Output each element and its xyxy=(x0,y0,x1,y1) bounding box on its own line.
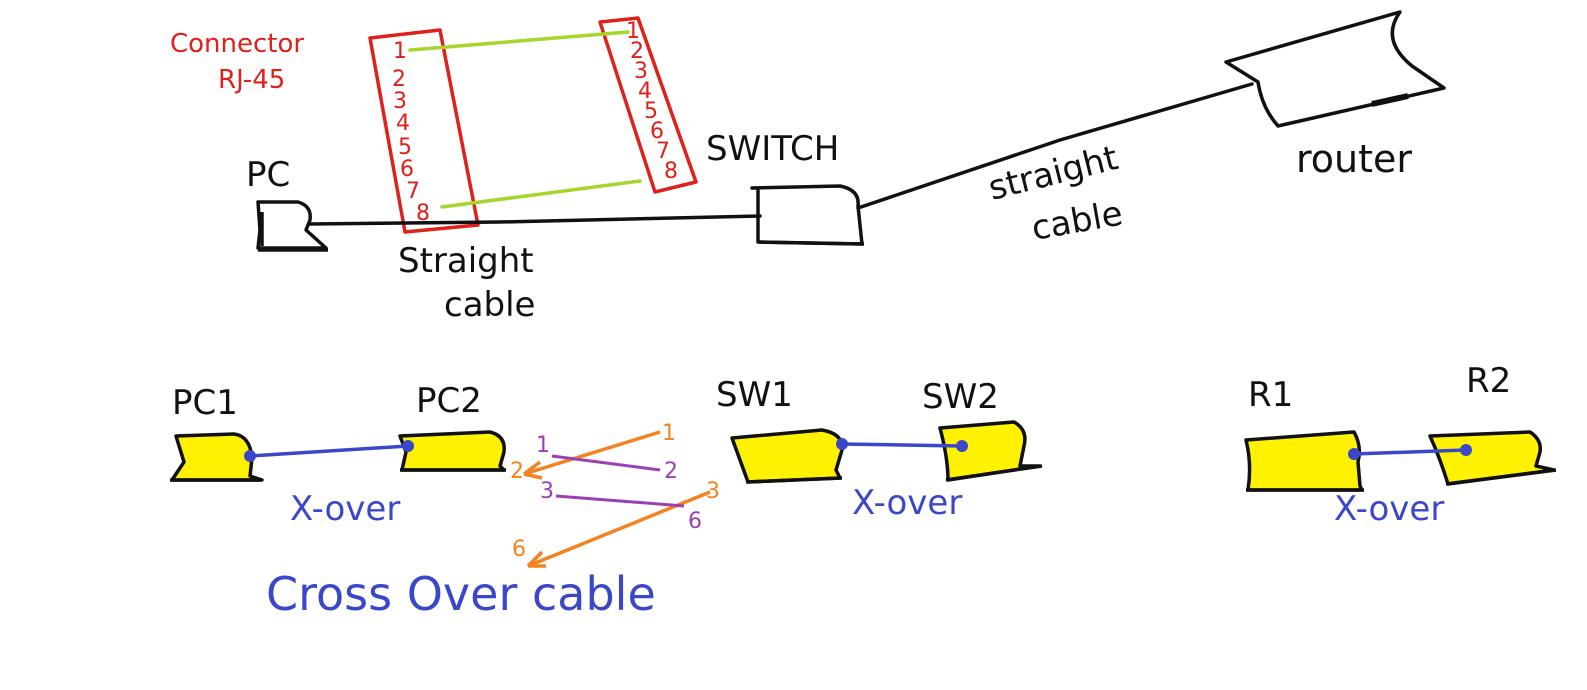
link-pc1-dot xyxy=(244,450,256,462)
switch-icon xyxy=(750,184,864,246)
cable-switch-router xyxy=(856,82,1254,210)
pc2-icon xyxy=(398,430,506,472)
link-r1-r2 xyxy=(1353,448,1467,456)
link-sw1-dot xyxy=(836,438,848,450)
right-pin-2: 2 xyxy=(630,39,644,64)
xover-label-router: X-over xyxy=(1334,489,1444,529)
cross-right-pin-6: 6 xyxy=(688,509,702,534)
link-sw2-dot xyxy=(956,440,968,452)
r2-label: R2 xyxy=(1466,361,1511,401)
r1-label: R1 xyxy=(1248,375,1293,415)
pc1-label: PC1 xyxy=(172,383,238,423)
wire-pin1-straight xyxy=(408,30,630,52)
cross-arrow-3-to-6 xyxy=(526,550,546,568)
link-pc1-pc2 xyxy=(249,444,409,458)
wire-pin8-straight xyxy=(440,179,642,209)
cross-right-pin-1: 1 xyxy=(662,421,676,446)
right-pin-5: 5 xyxy=(644,99,658,124)
router-icon-port xyxy=(1371,93,1409,107)
r2-icon-base xyxy=(1445,468,1557,486)
left-pin-4: 4 xyxy=(396,111,410,136)
cross-wire-3-to-6 xyxy=(527,490,711,568)
left-pin-8: 8 xyxy=(416,201,430,226)
sw2-icon-base xyxy=(945,464,1043,482)
xover-label-sw: X-over xyxy=(852,483,962,523)
right-pin-numbers: 1 2 3 4 5 6 7 8 xyxy=(626,19,678,184)
cross-wire-1-to-2 xyxy=(523,430,661,476)
left-pin-1: 1 xyxy=(393,39,407,64)
right-pin-7: 7 xyxy=(656,139,670,164)
pc2-label: PC2 xyxy=(416,381,482,421)
link-sw1-sw2 xyxy=(841,442,963,448)
router-icon xyxy=(1224,10,1446,128)
xover-label-pc: X-over xyxy=(290,489,400,529)
right-pin-4: 4 xyxy=(638,79,652,104)
pc-label: PC xyxy=(246,155,290,195)
r2-icon xyxy=(1428,430,1556,486)
right-pin-3: 3 xyxy=(634,59,648,84)
left-pin-5: 5 xyxy=(398,135,412,160)
link-r1-dot xyxy=(1348,448,1360,460)
left-pin-2: 2 xyxy=(392,67,406,92)
cable1-label-line2: cable xyxy=(444,285,535,325)
switch-icon-base xyxy=(757,240,865,246)
cross-left-pin-2: 2 xyxy=(510,459,524,484)
left-pin-3: 3 xyxy=(393,89,407,114)
rj45-label: RJ-45 xyxy=(218,65,285,95)
sw1-icon-base xyxy=(745,476,843,484)
cross-right-pin-3: 3 xyxy=(706,479,720,504)
cross-left-pin-1: 1 xyxy=(536,433,550,458)
cross-right-pin-2: 2 xyxy=(664,459,678,484)
cross-left-pin-6: 6 xyxy=(512,537,526,562)
cross-left-pin-3: 3 xyxy=(540,479,554,504)
right-pin-6: 6 xyxy=(650,119,664,144)
cross-arrow-1-to-2 xyxy=(522,460,543,480)
left-pin-7: 7 xyxy=(406,179,420,204)
cross-wire-1-purple xyxy=(551,454,661,472)
link-pc2-dot xyxy=(402,440,414,452)
sw2-label: SW2 xyxy=(922,377,999,417)
cable1-label-line1: Straight xyxy=(398,241,534,281)
cable2-label-line2: cable xyxy=(1029,194,1126,249)
connector-label: Connector xyxy=(170,29,304,59)
left-pin-6: 6 xyxy=(400,157,414,182)
crossover-pin-diagram: 1 2 3 6 1 2 3 6 xyxy=(510,421,720,568)
sw1-icon xyxy=(730,428,844,484)
right-pin-1: 1 xyxy=(626,19,640,44)
switch-label: SWITCH xyxy=(706,129,839,169)
cross-wire-3-purple xyxy=(555,494,685,508)
sw2-icon xyxy=(938,420,1042,482)
crossover-cable-title: Cross Over cable xyxy=(266,567,656,621)
left-pin-numbers: 1 2 3 4 5 6 7 8 xyxy=(392,39,430,226)
link-r2-dot xyxy=(1460,444,1472,456)
cable-pc-switch xyxy=(308,214,762,226)
right-connector-outline xyxy=(598,16,698,194)
pc-icon xyxy=(256,200,328,250)
router-label: router xyxy=(1296,137,1412,181)
left-connector-outline xyxy=(368,28,480,234)
right-pin-8: 8 xyxy=(664,159,678,184)
r1-icon xyxy=(1244,430,1364,492)
sw1-label: SW1 xyxy=(716,375,793,415)
